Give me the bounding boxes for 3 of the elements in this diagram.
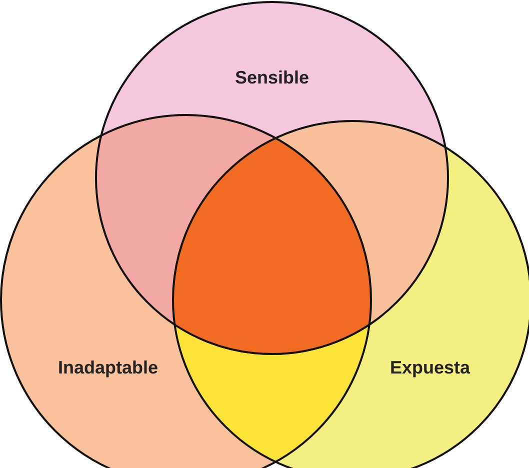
set-label: Sensible: [234, 68, 310, 88]
set-label: Expuesta: [390, 358, 470, 378]
set-label: Inadaptable: [58, 358, 158, 378]
